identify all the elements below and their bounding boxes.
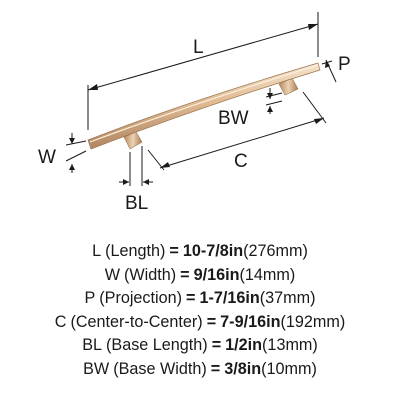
BL-arrowhead-left	[123, 179, 129, 185]
spec-row-bw: BW(Base Width)=3/8in(10mm)	[0, 358, 400, 382]
label-P: P	[338, 54, 351, 75]
spec-name: (Width)	[123, 265, 177, 284]
spec-abbr: BL	[82, 336, 102, 355]
spec-metric: (14mm)	[239, 265, 296, 284]
C-arrowhead-left	[160, 162, 170, 168]
W-arrowhead-top	[69, 138, 75, 144]
dimension-specs-list: L(Length)=10-7/8in(276mm)W(Width)=9/16in…	[0, 240, 400, 382]
BW-extension-bottom	[265, 100, 283, 106]
W-extension-top	[65, 140, 87, 146]
arrowheads	[69, 24, 330, 185]
W-extension-bottom	[65, 150, 87, 162]
spec-name: (Base Width)	[113, 359, 207, 378]
spec-equals: =	[211, 336, 222, 355]
cabinet-pull-illustration	[87, 62, 321, 150]
BW-extension-top	[265, 92, 283, 98]
spec-name: (Length)	[105, 242, 166, 260]
handle-dimension-diagram: L P BW W C BL	[38, 12, 351, 214]
spec-row-l: L(Length)=10-7/8in(276mm)	[0, 240, 400, 264]
C-extension-right	[302, 91, 327, 124]
label-W: W	[38, 147, 56, 168]
spec-imperial: 1/2in	[225, 336, 263, 355]
P-arrowhead	[325, 60, 330, 68]
label-L: L	[193, 37, 204, 58]
spec-abbr: BW	[83, 359, 110, 378]
C-arrowhead-right	[314, 118, 324, 124]
L-arrowhead-left	[88, 84, 98, 90]
spec-metric: (13mm)	[262, 336, 318, 355]
BL-arrowhead-right	[143, 179, 149, 185]
label-C: C	[234, 151, 248, 172]
handle-bar-highlight	[89, 64, 319, 143]
spec-row-w: W(Width)=9/16in(14mm)	[0, 264, 400, 288]
spec-equals: =	[169, 242, 179, 260]
BW-arrowhead-top	[267, 93, 273, 99]
spec-row-bl: BL(Base Length)=1/2in(13mm)	[0, 334, 400, 358]
spec-metric: (10mm)	[261, 359, 317, 378]
spec-imperial: 9/16in	[193, 265, 240, 284]
spec-row-p: P(Projection)=1-7/16in(37mm)	[0, 287, 400, 311]
W-arrowhead-bottom	[69, 164, 75, 170]
spec-equals: =	[206, 312, 217, 331]
spec-name: (Projection)	[99, 289, 183, 308]
spec-name: (Center-to-Center)	[70, 312, 203, 331]
spec-abbr: P	[84, 289, 96, 308]
spec-imperial: 10-7/8in	[182, 242, 244, 260]
spec-abbr: L	[92, 242, 102, 260]
spec-imperial: 7-9/16in	[220, 312, 281, 331]
spec-metric: (276mm)	[243, 242, 308, 260]
handle-bar	[87, 62, 321, 150]
label-BL: BL	[125, 193, 148, 214]
C-extension-left	[147, 149, 165, 171]
spec-metric: (37mm)	[259, 289, 316, 308]
spec-metric: (192mm)	[280, 312, 346, 331]
spec-name: (Base Length)	[106, 336, 208, 355]
spec-row-c: C(Center-to-Center)=7-9/16in(192mm)	[0, 311, 400, 335]
label-BW: BW	[218, 108, 249, 129]
spec-imperial: 1-7/16in	[199, 289, 260, 308]
spec-equals: =	[180, 265, 190, 284]
L-arrowhead-right	[308, 24, 318, 30]
L-dimension-line	[87, 23, 319, 91]
spec-abbr: W	[104, 265, 120, 284]
spec-imperial: 3/8in	[224, 359, 262, 378]
spec-equals: =	[210, 359, 221, 378]
spec-abbr: C	[54, 312, 67, 331]
BW-arrowhead-bottom	[267, 106, 273, 112]
C-dimension-line	[159, 117, 325, 169]
spec-equals: =	[186, 289, 196, 308]
